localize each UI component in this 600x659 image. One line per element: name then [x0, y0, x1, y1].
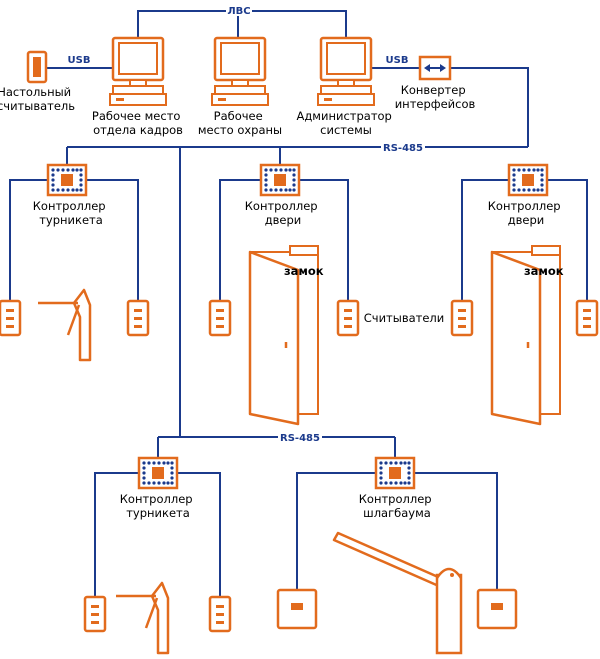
desk-reader-label: Настольный считыватель [0, 85, 75, 113]
reader-icon [208, 595, 232, 633]
door-controller-2-icon [507, 163, 549, 197]
turnstile-2-icon [114, 581, 170, 655]
reader-icon [0, 299, 22, 337]
lock-1-label: замок [284, 264, 324, 278]
converter-icon [418, 55, 452, 81]
wiring [9, 10, 588, 597]
reader-icon [450, 299, 474, 337]
hr-workstation-icon [108, 36, 168, 107]
reader-icon [208, 299, 232, 337]
security-workstation-label: Рабочее место охраны [198, 109, 282, 137]
readers-label: Считыватели [364, 311, 445, 325]
desk-reader-icon [26, 50, 48, 84]
reader-icon [336, 299, 360, 337]
turnstile-controller-2-icon [137, 456, 179, 490]
turnstile-controller-1-icon [46, 163, 88, 197]
door-controller-2-label: Контроллер двери [488, 199, 565, 227]
rs485-top-label: RS-485 [383, 143, 423, 154]
security-workstation-icon [210, 36, 270, 107]
reader-icon [126, 299, 150, 337]
barrier-reader-icon [476, 588, 518, 630]
barrier-controller-icon [374, 456, 416, 490]
usb-right-label: USB [386, 55, 409, 66]
turnstile-controller-1-label: Контроллер турникета [33, 199, 110, 227]
barrier-gate-icon [332, 531, 463, 655]
usb-left-label: USB [68, 55, 91, 66]
admin-workstation-icon [316, 36, 376, 107]
door-controller-1-icon [259, 163, 301, 197]
hr-workstation-label: Рабочее место отдела кадров [92, 109, 184, 137]
turnstile-controller-2-label: Контроллер турникета [120, 492, 197, 520]
barrier-controller-label: Контроллер шлагбаума [359, 492, 436, 520]
turnstile-1-icon [36, 288, 92, 362]
reader-icon [83, 595, 107, 633]
lan-label: ЛВС [227, 6, 250, 17]
reader-icon [575, 299, 599, 337]
admin-label: Администратор системы [296, 109, 395, 137]
door-controller-1-label: Контроллер двери [245, 199, 322, 227]
barrier-reader-icon [276, 588, 318, 630]
converter-label: Конвертер интерфейсов [395, 83, 476, 111]
rs485-bottom-label: RS-485 [280, 433, 320, 444]
lock-2-label: замок [524, 264, 564, 278]
